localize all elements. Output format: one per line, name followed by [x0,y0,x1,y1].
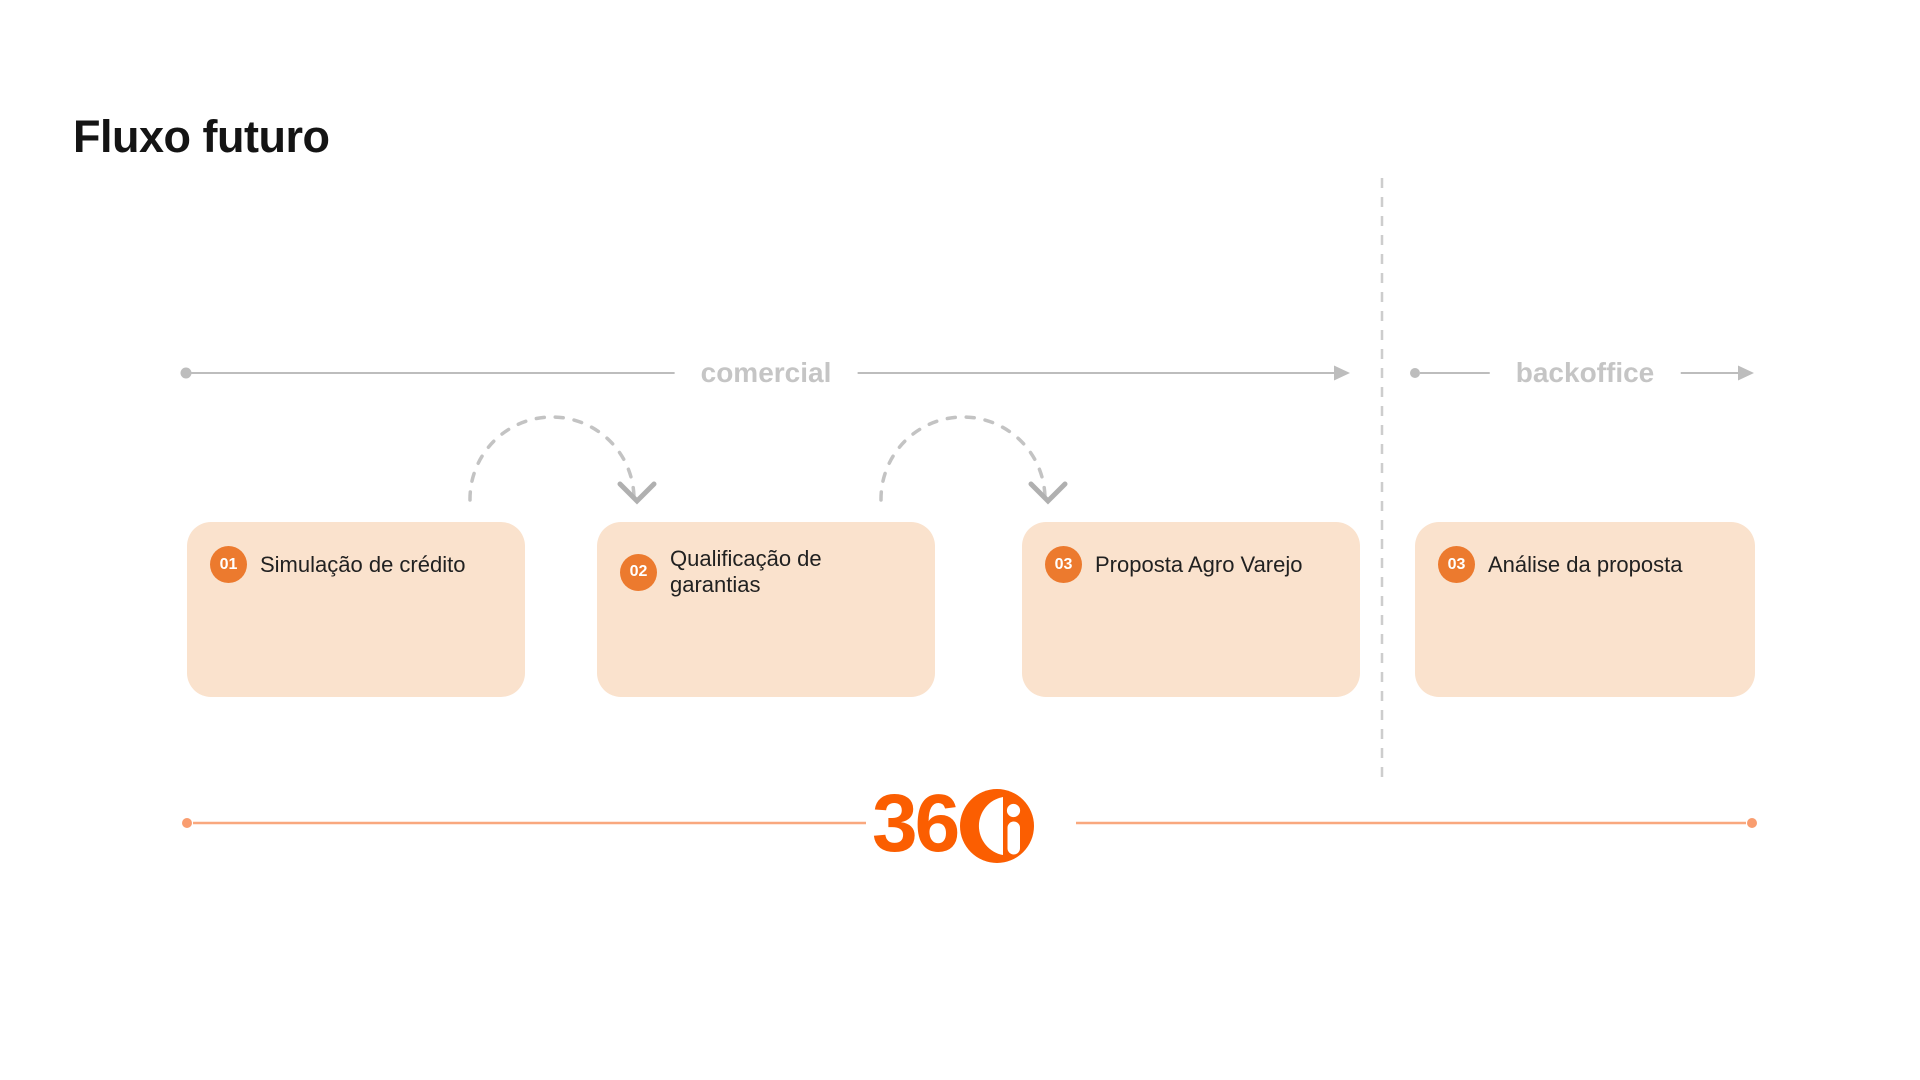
footer-line-right-dot [1747,818,1757,828]
logo-36-text: 36 [872,778,960,869]
step-card-row: 03 Análise da proposta [1438,546,1735,583]
step-card-simulacao: 01 Simulação de crédito [187,522,525,697]
logo-360i: 36 [872,778,1035,869]
step-card-row: 01 Simulação de crédito [210,546,505,583]
step-number-badge: 03 [1438,546,1475,583]
step-number-badge: 02 [620,553,657,591]
logo-i-dot [1007,803,1021,817]
backoffice-axis-arrowhead-icon [1738,365,1754,381]
step-card-label: Proposta Agro Varejo [1095,551,1303,577]
logo-halfmoon-shape [979,796,1004,855]
step-card-label: Análise da proposta [1488,551,1683,577]
step-card-label: Qualificação de garantias [670,546,822,597]
logo-zero-eye-icon [960,788,1035,863]
step-card-label: Simulação de crédito [260,551,466,577]
step-number-badge: 03 [1045,546,1082,583]
phase-label-comercial: comercial [674,353,858,393]
step-card-qualificacao: 02 Qualificação de garantias [597,522,935,697]
hop-arc-1-arrowhead-icon [617,481,657,505]
footer-line-left-dot [182,818,192,828]
hop-arc-1 [468,415,636,502]
step-number-badge: 01 [210,546,247,583]
page-title: Fluxo futuro [73,111,330,163]
step-card-row: 03 Proposta Agro Varejo [1045,546,1340,583]
backoffice-axis-start-dot [1410,368,1420,378]
phase-label-backoffice: backoffice [1489,353,1681,393]
logo-i-stem [1007,821,1021,854]
comercial-axis-arrowhead-icon [1334,365,1350,381]
comercial-axis-start-dot [180,367,192,379]
step-card-analise: 03 Análise da proposta [1415,522,1755,697]
step-card-proposta: 03 Proposta Agro Varejo [1022,522,1360,697]
step-card-row: 02 Qualificação de garantias [620,546,915,598]
hop-arc-2-arrowhead-icon [1028,481,1068,505]
hop-arc-2 [879,415,1047,502]
